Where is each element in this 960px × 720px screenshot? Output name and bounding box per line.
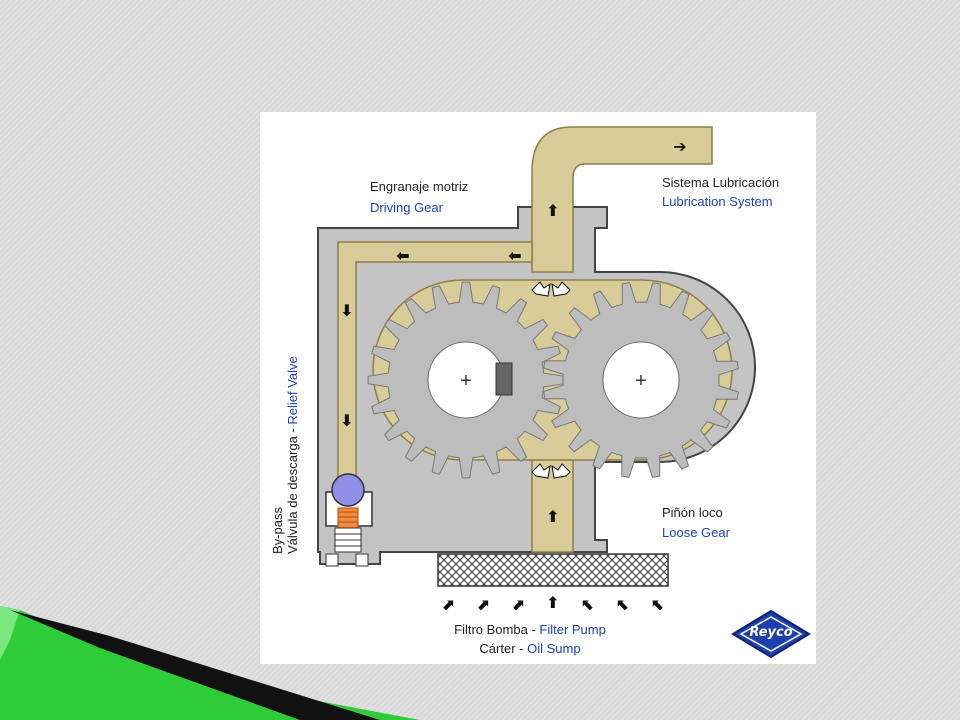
arrow-up-icon: ⬉	[581, 595, 594, 614]
plus-icon-right: +	[635, 370, 647, 392]
loose-gear-label-es: Piñón loco	[662, 505, 723, 520]
sump-label-en: Oil Sump	[527, 641, 581, 656]
plus-icon-left: +	[460, 370, 472, 392]
green-swoosh	[0, 606, 420, 720]
lubrication-label-en: Lubrication System	[662, 194, 773, 209]
arrow-up-icon: ⬈	[441, 595, 454, 614]
arrow-up-icon: ⬉	[616, 595, 629, 614]
arrow-up-icon: ⬆	[546, 201, 559, 220]
arrow-right-icon: ➔	[673, 137, 686, 156]
sump-label: Cárter - Oil Sump	[410, 639, 650, 658]
arrow-down-icon: ⬇	[340, 301, 353, 320]
loose-gear-hub	[602, 341, 680, 419]
logo-diamond-icon	[731, 609, 811, 659]
loose-gear-label-en: Loose Gear	[662, 525, 730, 540]
diagram-drawing: + + ➔ ⬆ ⬅ ⬅	[317, 126, 756, 614]
reyco-logo: Reyco	[731, 609, 811, 659]
driving-gear-label-es: Engranaje motriz	[370, 179, 469, 194]
bottom-labels: Filtro Bomba - Filter Pump Cárter - Oil …	[410, 620, 650, 658]
filter-label-es: Filtro Bomba -	[454, 622, 540, 637]
arrow-up-icon: ⬉	[651, 595, 664, 614]
chamber-flow-arrows	[531, 281, 571, 479]
filter-label-en: Filter Pump	[539, 622, 606, 637]
relief-valve-label: Válvula de descarga - Relief Valve	[285, 356, 300, 554]
black-swoosh	[10, 610, 380, 720]
arrow-up-icon: ⬆	[546, 507, 559, 526]
arrow-up-icon: ⬈	[476, 595, 489, 614]
relief-valve	[325, 473, 373, 567]
relief-valve-ball	[331, 473, 365, 507]
oil-pump-diagram: + + ➔ ⬆ ⬅ ⬅	[260, 112, 816, 664]
relief-valve-label-en: Relief Valve	[285, 356, 300, 425]
arrow-up-icon: ⬆	[546, 593, 559, 612]
bypass-label: By-pass	[270, 507, 285, 554]
green-swoosh-highlight	[0, 606, 20, 660]
arrow-up-icon: ⬈	[511, 595, 524, 614]
lubrication-label-es: Sistema Lubricación	[662, 175, 780, 190]
arrow-left-icon: ⬅	[508, 246, 521, 265]
flow-arrows: ➔ ⬆ ⬅ ⬅ ⬇ ⬇ ⬆ ⬆ ⬈ ⬈ ⬈ ⬉ ⬉ ⬉	[340, 137, 686, 614]
filter-label: Filtro Bomba - Filter Pump	[410, 620, 650, 639]
sump-label-es: Cárter -	[479, 641, 528, 656]
driving-gear-label-en: Driving Gear	[370, 200, 443, 215]
filter-mesh	[437, 553, 669, 587]
arrow-down-icon: ⬇	[340, 411, 353, 430]
arrow-left-icon: ⬅	[396, 246, 409, 265]
oil-outlet-pipe	[531, 126, 713, 273]
relief-valve-label-es: Válvula de descarga -	[285, 424, 300, 554]
logo-text: Reyco	[749, 625, 793, 640]
driving-gear-key	[495, 362, 513, 396]
